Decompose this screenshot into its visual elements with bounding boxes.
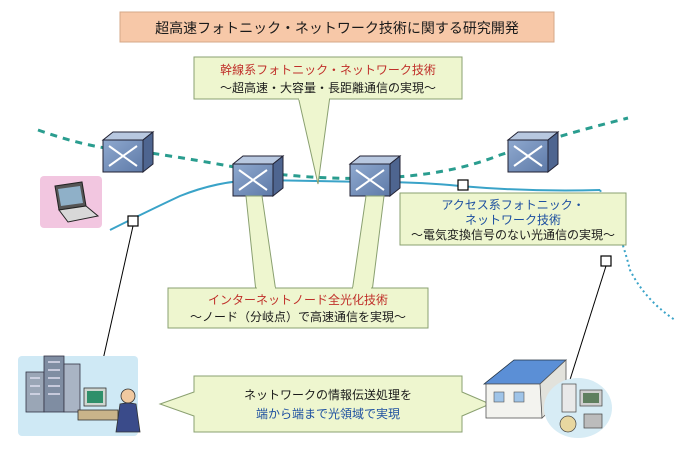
node-callout-pointer-right xyxy=(351,195,385,293)
junction-square-mid xyxy=(457,179,469,191)
backbone-callout-pointer xyxy=(297,95,331,185)
access-callout-subtitle: 〜電気変換信号のない光通信の実現〜 xyxy=(411,227,615,242)
node-callout-title: インターネットノード全光化技術 xyxy=(208,292,388,307)
junction-square-right xyxy=(600,255,612,267)
node-callout xyxy=(167,287,429,329)
backbone-callout xyxy=(193,56,463,100)
backbone-callout-title: 幹線系フォトニック・ネットワーク技術 xyxy=(220,62,436,77)
optical-node-3 xyxy=(348,154,402,198)
optical-node-1 xyxy=(101,130,155,174)
backbone-callout-subtitle: 〜超高速・大容量・長距離通信の実現〜 xyxy=(220,80,436,95)
end-to-end-callout-line1: ネットワークの情報伝送処理を xyxy=(244,387,412,402)
home-appliances-icon xyxy=(544,378,612,438)
access-callout-title-2: ネットワーク技術 xyxy=(465,213,561,227)
access-callout xyxy=(399,192,627,246)
node-callout-subtitle: 〜ノード（分岐点）で高速通信を実現〜 xyxy=(190,309,406,324)
node-callout-pointer-left xyxy=(245,195,277,293)
title-box xyxy=(119,11,555,43)
access-callout-title-1: アクセス系フォトニック・ xyxy=(441,198,584,212)
computer-user-icon xyxy=(77,387,141,433)
laptop-icon xyxy=(40,176,102,228)
junction-square-left xyxy=(127,215,139,227)
drop-line-right xyxy=(567,265,607,387)
optical-node-2 xyxy=(231,154,285,198)
page-title: 超高速フォトニック・ネットワーク技術に関する研究開発 xyxy=(155,20,519,37)
access-fiber-dotted xyxy=(599,189,676,321)
end-to-end-callout-line2: 端から端まで光領域で実現 xyxy=(256,406,400,421)
optical-node-4 xyxy=(506,130,560,174)
end-to-end-callout xyxy=(158,375,492,433)
